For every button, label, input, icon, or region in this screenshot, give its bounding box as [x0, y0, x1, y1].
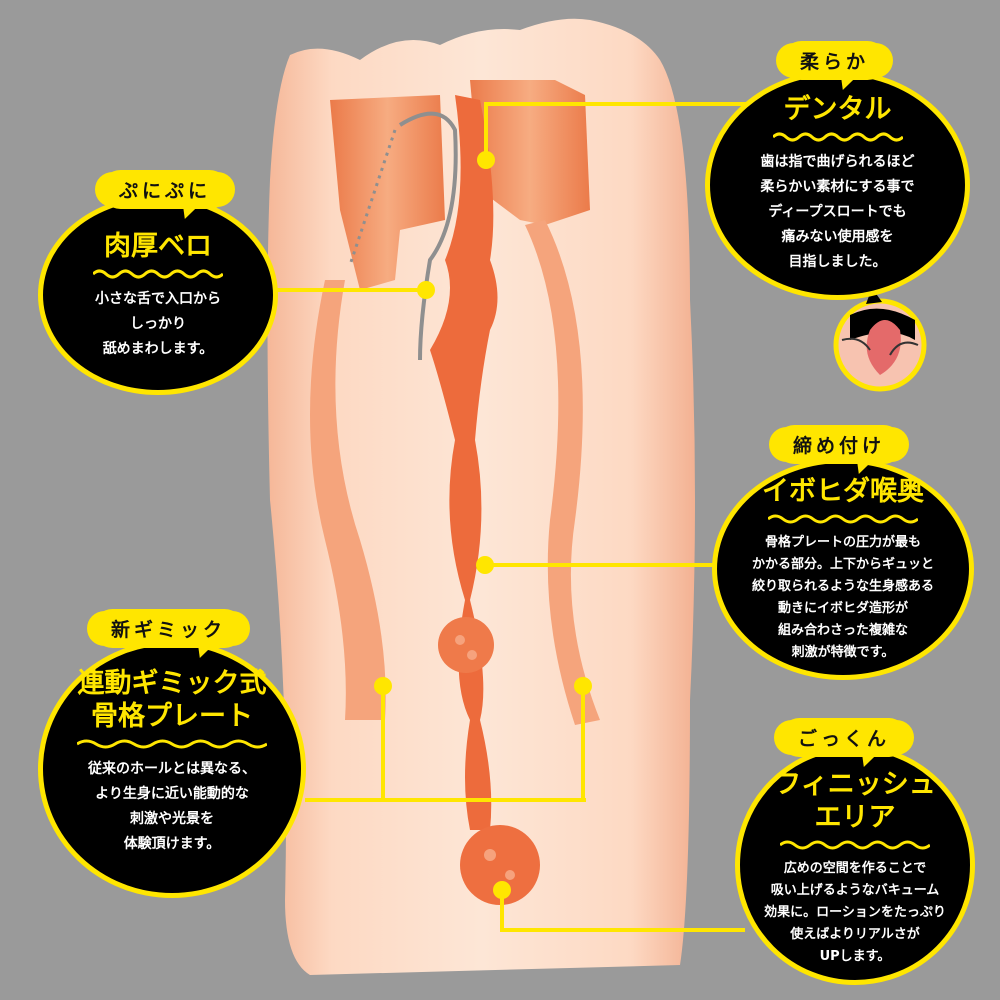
callout-title: フィニッシュ: [774, 769, 936, 800]
callout-line: 刺激や光景を: [130, 811, 214, 827]
callout-line: 広めの空間を作ることで: [783, 861, 927, 876]
callout-title: 骨格プレート: [91, 701, 253, 732]
callout-plate: 新ギミック 連動ギミック式 骨格プレート 従来のホールとは異なる、 より生身に近…: [38, 609, 306, 898]
callout-tag: ごっくん: [780, 718, 909, 757]
callout-title: イボヒダ喉奥: [762, 476, 924, 507]
callout-line: より生身に近い能動的な: [95, 786, 249, 802]
callout-line: 従来のホールとは異なる、: [88, 761, 256, 777]
callout-line: 吸い上げるようなバキューム: [770, 883, 940, 898]
callout-line: 使えばよりリアルさが: [790, 927, 920, 942]
wave-divider: [768, 514, 918, 524]
callout-line: 体験頂けます。: [123, 836, 221, 852]
spine-knob-final: [460, 825, 540, 905]
callout-line: 痛みない使用感を: [781, 229, 894, 245]
spine-knob-1: [438, 617, 494, 673]
upper-jaw-left: [330, 95, 445, 290]
callout-title: 連動ギミック式: [77, 668, 267, 699]
callout-title: エリア: [814, 802, 896, 833]
callout-throat: 締め付け イボヒダ喉奥 骨格プレートの圧力が最も かかる部分。上下からギュッと …: [712, 425, 974, 680]
upper-jaw-right: [470, 80, 590, 225]
inset-photo: [833, 298, 927, 392]
callout-line: かかる部分。上下からギュッと: [751, 557, 934, 572]
callout-finish: ごっくん フィニッシュ エリア 広めの空間を作ることで 吸い上げるようなバキュー…: [735, 718, 975, 985]
wave-divider: [77, 739, 267, 749]
callout-tag: 柔らか: [782, 41, 888, 80]
callout-line: 効果に。ローションをたっぷり: [764, 905, 946, 920]
callout-line: 刺激が特徴です。: [791, 645, 895, 660]
wave-divider: [93, 269, 223, 279]
callout-tag: 締め付け: [775, 425, 904, 464]
callout-tag: ぷにぷに: [101, 170, 230, 209]
callout-line: 柔らかい素材にする事で: [760, 179, 915, 195]
callout-title: 肉厚ベロ: [104, 231, 212, 262]
callout-dental: 柔らか デンタル 歯は指で曲げられるほど 柔らかい素材にする事で ディープスロー…: [705, 41, 970, 300]
callout-line: 目指しました。: [788, 254, 887, 270]
callout-line: UPします。: [819, 949, 891, 964]
wave-divider: [780, 840, 930, 850]
callout-line: 動きにイボヒダ造形が: [777, 601, 908, 616]
callout-line: 舐めまわします。: [102, 341, 214, 357]
connector-dots: [374, 151, 592, 899]
plate-left: [310, 280, 386, 720]
callout-line: 絞り取られるような生身感ある: [751, 579, 934, 594]
spine-channel: [430, 95, 498, 830]
plate-right: [525, 220, 600, 725]
callout-tag: 新ギミック: [93, 609, 245, 648]
connector-lines: [270, 102, 750, 932]
callout-line: 歯は指で曲げられるほど: [760, 154, 915, 170]
callout-line: 小さな舌で入口から: [95, 291, 221, 307]
wave-divider: [772, 132, 903, 142]
callout-line: ディープスロートでも: [768, 204, 907, 220]
callout-title: デンタル: [783, 94, 892, 125]
callout-line: 組み合わさった複雑な: [777, 623, 908, 638]
callout-line: しっかり: [130, 316, 186, 332]
callout-line: 骨格プレートの圧力が最も: [764, 535, 921, 550]
tongue-outline: [398, 111, 458, 361]
callout-tongue: ぷにぷに 肉厚ベロ 小さな舌で入口から しっかり 舐めまわします。: [38, 170, 278, 395]
